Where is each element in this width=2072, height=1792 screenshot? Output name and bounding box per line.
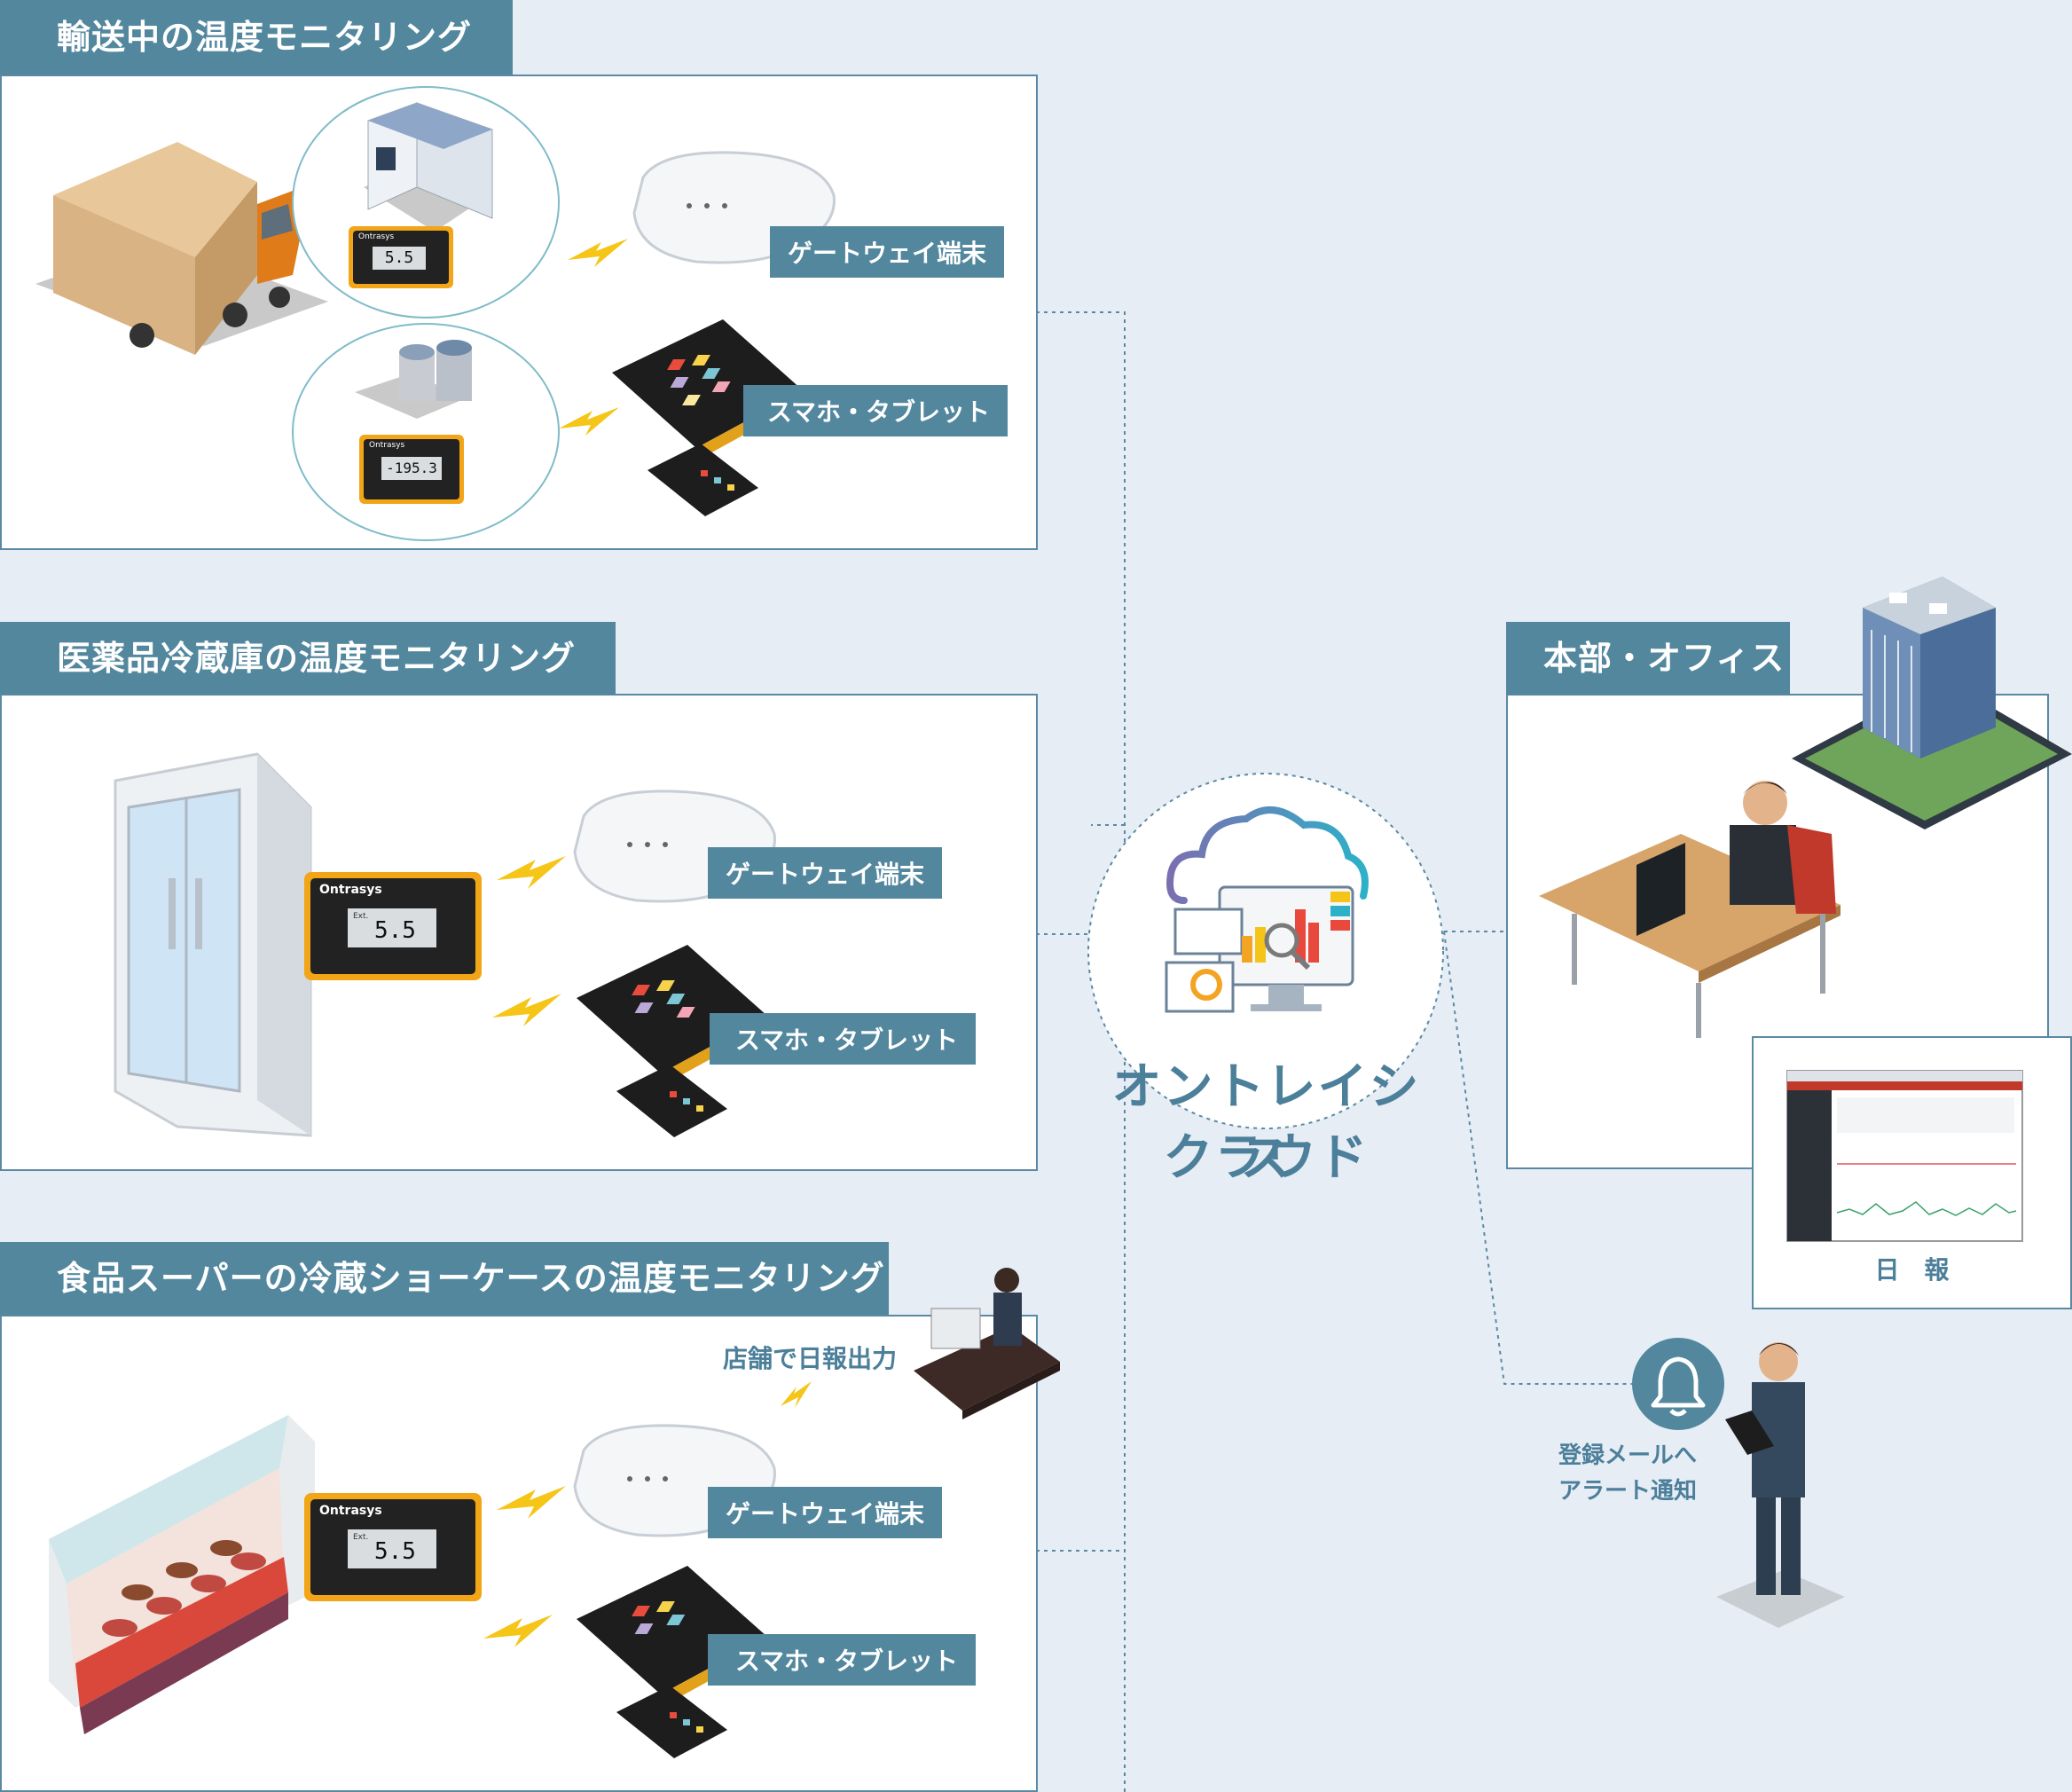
store-report-label: 店舗で日報出力 [723, 1344, 898, 1373]
logger-brand: Ontrasys [358, 232, 395, 241]
office-building-illustration [1792, 577, 2072, 829]
lightning-bolt-icon [568, 239, 628, 267]
bell-icon [1632, 1338, 1724, 1430]
logger-supermarket: Ontrasys Ext. 5.5 [304, 1493, 482, 1601]
supermarket-section-title: 食品スーパーの冷蔵ショーケースの温度モニタリング [0, 1242, 889, 1315]
logger-transport-1: Ontrasys 5.5 [349, 226, 453, 288]
logger-reading: 5.5 [374, 1538, 416, 1565]
gateway-label-transport: ゲートウェイ端末 [770, 226, 1004, 278]
mobile-label-pharma: スマホ・タブレット [710, 1013, 976, 1065]
office-worker-desk-illustration [1539, 781, 1840, 1038]
lightning-bolt-icon [559, 407, 619, 436]
logger-brand: Ontrasys [319, 883, 382, 897]
lightning-bolt-icon [781, 1381, 812, 1408]
cloud-title-line1: オントレイシス [1111, 1058, 1421, 1188]
lightning-bolt-icon [497, 1486, 566, 1519]
lightning-bolt-icon [483, 1615, 553, 1647]
manager-with-tablet-illustration [1716, 1342, 1845, 1628]
mobile-label-transport: スマホ・タブレット [743, 385, 1008, 436]
logger-reading: -195.3 [381, 457, 442, 480]
logger-transport-2: Ontrasys -195.3 [359, 435, 464, 504]
store-desk-worker-illustration [914, 1268, 1060, 1419]
cloud-title-line2: クラウド [1163, 1129, 1370, 1187]
pharma-section-title: 医薬品冷蔵庫の温度モニタリング [0, 622, 616, 695]
daily-report-label: 日 報 [1874, 1255, 1950, 1285]
refrigerator-illustration [114, 752, 312, 1137]
transport-section-title: 輸送中の温度モニタリング [0, 0, 513, 75]
truck-illustration [35, 142, 328, 355]
logger-brand: Ontrasys [369, 441, 405, 450]
zoom-circle-upper [292, 86, 560, 318]
logger-ext-label: Ext. [353, 912, 369, 921]
logger-reading: 5.5 [374, 917, 416, 944]
logger-pharma: Ontrasys Ext. 5.5 [304, 872, 482, 980]
logger-brand: Ontrasys [319, 1504, 382, 1518]
alert-label-line1: 登録メールへ [1558, 1442, 1697, 1469]
alert-label-line2: アラート通知 [1558, 1478, 1697, 1505]
logger-reading: 5.5 [373, 247, 426, 270]
lightning-bolt-icon [497, 856, 566, 889]
lightning-bolt-icon [492, 994, 561, 1026]
gateway-label-pharma: ゲートウェイ端末 [708, 847, 942, 899]
cloud-analytics-icon [1165, 806, 1369, 1013]
logger-ext-label: Ext. [353, 1533, 369, 1542]
showcase-illustration [49, 1415, 315, 1734]
gateway-label-supermarket: ゲートウェイ端末 [708, 1487, 942, 1538]
report-screen [1786, 1070, 2023, 1242]
mobile-label-supermarket: スマホ・タブレット [708, 1634, 976, 1686]
office-title: 本部・オフィス [1506, 622, 1790, 695]
